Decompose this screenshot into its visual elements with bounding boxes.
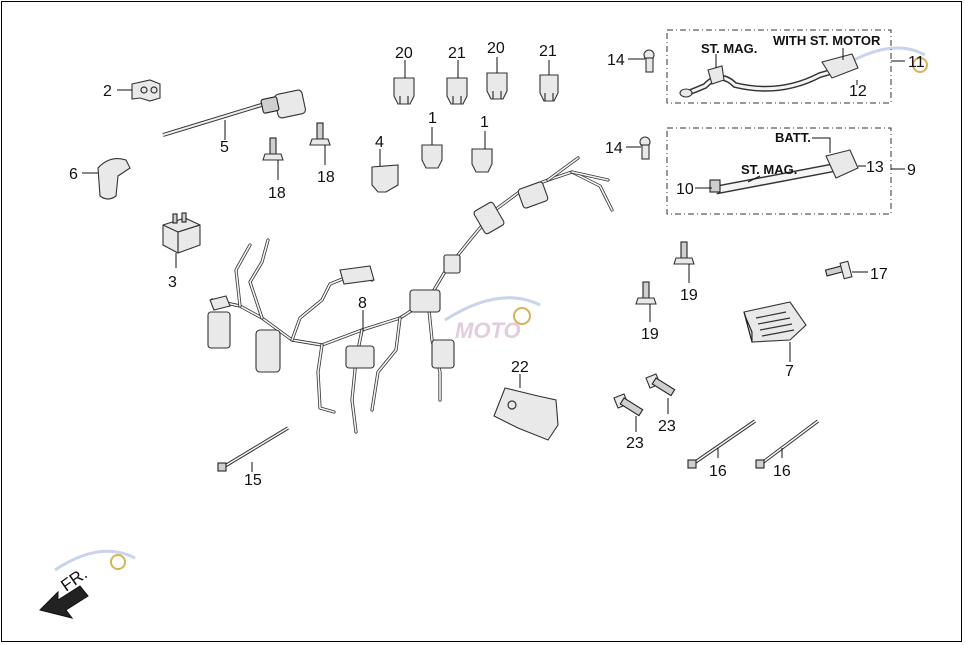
- caption-with-st-motor: WITH ST. MOTOR: [773, 33, 881, 48]
- front-direction-arrow: FR.: [39, 564, 91, 619]
- part-4-main-fuse: [371, 149, 399, 193]
- watermark-logo-bottom-left: [54, 549, 136, 572]
- part-18-bolt-right: [309, 122, 331, 165]
- part-14-bolt-top: [628, 49, 655, 73]
- part-19-bolt-lower: [635, 281, 657, 322]
- callout-21-b: 21: [539, 43, 557, 60]
- callout-16-a: 16: [709, 463, 727, 480]
- part-12-starter-cable: [679, 48, 905, 98]
- watermark-text: MOTO: [455, 318, 521, 343]
- callout-14-b: 14: [605, 140, 623, 157]
- callout-18-a: 18: [268, 185, 286, 202]
- caption-st-mag-bottom: ST. MAG.: [741, 162, 797, 177]
- callout-1-a: 1: [428, 110, 437, 127]
- part-17-bolt: [824, 260, 868, 280]
- part-16-cable-tie-right: [755, 419, 820, 469]
- part-14-bolt-bottom: [626, 136, 651, 160]
- callout-14-a: 14: [607, 52, 625, 69]
- callout-17: 17: [870, 266, 888, 283]
- part-8-wire-harness: [207, 156, 614, 434]
- callout-1-b: 1: [480, 114, 489, 131]
- callout-9: 9: [907, 162, 916, 179]
- part-18-bolt-left: [262, 137, 284, 180]
- part-19-bolt-upper: [673, 241, 695, 283]
- callout-23-b: 23: [658, 418, 676, 435]
- callout-5: 5: [220, 139, 229, 156]
- caption-batt: BATT.: [775, 130, 811, 145]
- starter-cable-box: [666, 29, 892, 104]
- part-1-fuse-b: [471, 131, 493, 173]
- part-1-fuse-a: [421, 127, 443, 169]
- part-22-bracket: [493, 374, 559, 441]
- callout-19-b: 19: [641, 326, 659, 343]
- part-3-relay: [162, 212, 201, 268]
- callout-13: 13: [866, 159, 884, 176]
- part-7-regulator: [743, 301, 807, 362]
- callout-20-b: 20: [487, 40, 505, 57]
- part-6-plug-cap: [82, 158, 131, 200]
- callout-21-a: 21: [448, 45, 466, 62]
- part-13-battery-cable: [695, 137, 905, 195]
- part-16-cable-tie-left: [687, 419, 756, 469]
- callout-23-a: 23: [626, 435, 644, 452]
- callout-20-a: 20: [395, 45, 413, 62]
- watermark-logo-top-right: [849, 46, 928, 73]
- front-label: FR.: [57, 564, 90, 595]
- callout-2: 2: [103, 83, 112, 100]
- part-23-bolt-left: [613, 393, 644, 432]
- part-21-fuse-b: [539, 60, 559, 102]
- part-2-clamp: [117, 79, 161, 102]
- callout-16-b: 16: [773, 463, 791, 480]
- callout-4: 4: [375, 134, 384, 151]
- callout-12: 12: [849, 83, 867, 100]
- part-21-fuse-a: [446, 60, 468, 105]
- part-15-cable-tie: [217, 426, 289, 472]
- callout-10: 10: [676, 181, 694, 198]
- battery-cable-box: [666, 127, 892, 215]
- callout-15: 15: [244, 472, 262, 489]
- part-20-fuse-a: [393, 60, 415, 105]
- caption-st-mag-top: ST. MAG.: [701, 41, 757, 56]
- callout-3: 3: [168, 274, 177, 291]
- callout-19-a: 19: [680, 287, 698, 304]
- part-5-ignition-coil: [162, 89, 306, 140]
- callout-18-b: 18: [317, 169, 335, 186]
- callout-11: 11: [908, 54, 925, 71]
- part-20-fuse-b: [486, 57, 508, 100]
- callout-8: 8: [358, 295, 367, 312]
- callout-6: 6: [69, 166, 78, 183]
- part-23-bolt-right: [645, 373, 676, 414]
- watermark-logo-center: MOTO: [444, 296, 541, 343]
- callout-7: 7: [785, 363, 794, 380]
- callout-22: 22: [511, 359, 529, 376]
